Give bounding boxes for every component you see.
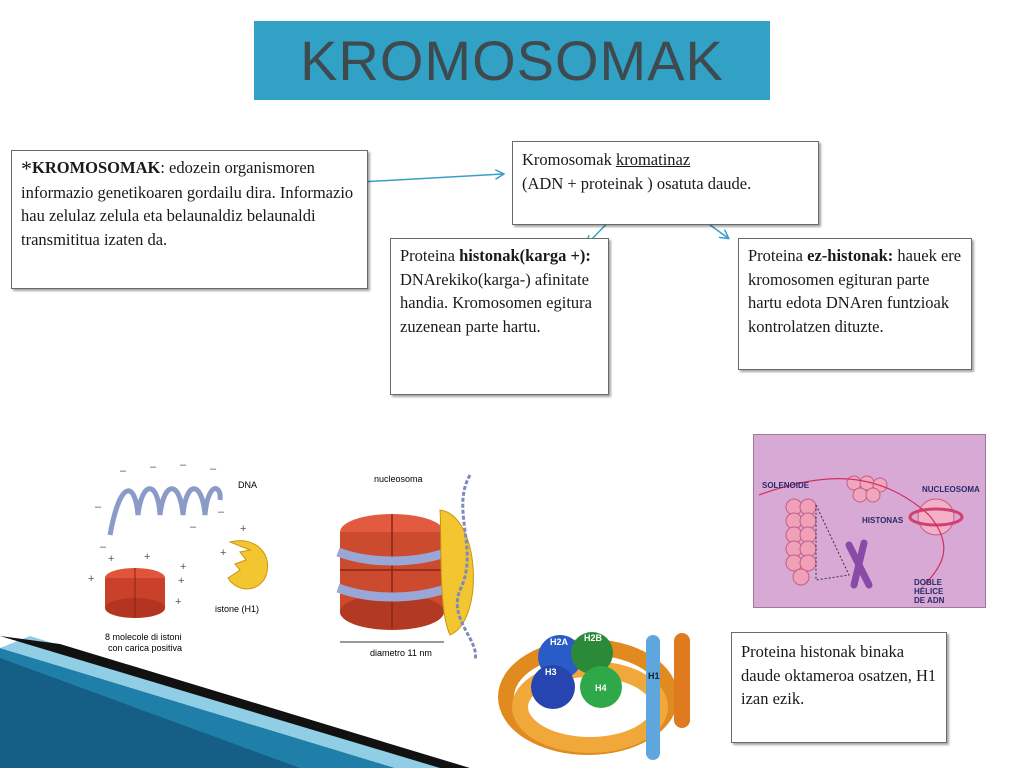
histone-h4-icon bbox=[580, 666, 622, 708]
svg-text:–: – bbox=[95, 501, 102, 513]
svg-text:–: – bbox=[210, 463, 217, 475]
nucleosome-core-icon bbox=[336, 514, 450, 630]
histone-h2b-icon bbox=[571, 632, 613, 674]
label-helice: HÉLICE bbox=[914, 587, 944, 596]
label-h1: H1 bbox=[648, 671, 660, 681]
nonhistone-box: Proteina ez-histonak: hauek ere kromosom… bbox=[738, 238, 972, 370]
label-h2a: H2A bbox=[550, 637, 569, 647]
svg-text:+: + bbox=[240, 523, 246, 535]
svg-text:–: – bbox=[218, 506, 225, 518]
svg-text:+: + bbox=[88, 573, 94, 585]
histone-h3-icon bbox=[531, 665, 575, 709]
svg-text:–: – bbox=[180, 460, 187, 471]
dna-strand-icon bbox=[455, 474, 477, 660]
label-de-adn: DE ADN bbox=[914, 596, 945, 605]
svg-text:+: + bbox=[175, 596, 181, 608]
histone-prefix: Proteina bbox=[400, 246, 460, 265]
svg-text:+: + bbox=[180, 561, 186, 573]
svg-text:–: – bbox=[150, 461, 157, 473]
svg-text:–: – bbox=[120, 465, 127, 477]
histone-h1-bar-icon bbox=[646, 635, 660, 760]
decorative-swoosh bbox=[0, 636, 470, 768]
octamer-text: Proteina histonak binaka daude oktameroa… bbox=[741, 642, 937, 708]
label-h2b: H2B bbox=[584, 633, 603, 643]
solenoid-illustration: SOLENOIDE NUCLEOSOMA HISTONAS DOBLE HÉLI… bbox=[753, 434, 986, 608]
chromatin-box: Kromosomak kromatinaz (ADN + proteinak )… bbox=[512, 141, 819, 225]
dna-coil-icon bbox=[107, 486, 223, 536]
solenoid-coil-icon bbox=[785, 498, 817, 586]
label-h3: H3 bbox=[545, 667, 557, 677]
label-doble: DOBLE bbox=[914, 578, 942, 587]
chromatin-prefix: Kromosomak bbox=[522, 150, 616, 169]
svg-text:+: + bbox=[108, 553, 114, 565]
octamer-box: Proteina histonak binaka daude oktameroa… bbox=[731, 632, 947, 743]
label-molecole-2: con carica positiva bbox=[108, 643, 182, 653]
nonhistone-bold: ez-histonak: bbox=[807, 246, 894, 265]
label-istone: istone (H1) bbox=[215, 604, 259, 614]
histone-box: Proteina histonak(karga +): DNArekiko(ka… bbox=[390, 238, 609, 395]
nonhistone-prefix: Proteina bbox=[748, 246, 808, 265]
histone-bold: histonak(karga +): bbox=[459, 246, 591, 265]
svg-text:+: + bbox=[178, 575, 184, 587]
page-title: KROMOSOMAK bbox=[300, 29, 724, 92]
svg-text:+: + bbox=[144, 551, 150, 563]
arrow-definition-to-chromatin bbox=[359, 174, 503, 183]
nucleosome-illustration: nucleosoma diametro 11 nm bbox=[336, 474, 477, 660]
label-nucleosoma: nucleosoma bbox=[374, 474, 423, 484]
octamer-dna-illustration: H2A H2B H3 H4 H1 bbox=[498, 632, 690, 760]
definition-term: KROMOSOMAK bbox=[32, 158, 161, 177]
definition-text: : edozein organismoren informazio geneti… bbox=[21, 158, 354, 249]
label-nucleosoma-es: NUCLEOSOMA bbox=[922, 485, 980, 494]
label-dna: DNA bbox=[238, 480, 257, 490]
svg-text:–: – bbox=[190, 521, 197, 533]
label-h4: H4 bbox=[595, 683, 607, 693]
label-molecole-1: 8 molecole di istoni bbox=[105, 632, 182, 642]
nucleosome-detail-icon bbox=[908, 498, 964, 536]
nonhistone-text: hauek ere kromosomen egituran parte hart… bbox=[748, 246, 962, 336]
definition-box: *KROMOSOMAK: edozein organismoren inform… bbox=[11, 150, 368, 289]
dna-histone-illustration: DNA – – – – – – – – + + + + + + + + istone (H1) 8 mo… bbox=[88, 460, 268, 653]
solenoid-drawing bbox=[758, 475, 964, 589]
h1-linker-icon bbox=[439, 509, 474, 636]
title-bar: KROMOSOMAK bbox=[254, 21, 770, 100]
label-histonas: HISTONAS bbox=[862, 516, 904, 525]
histone-text: DNArekiko(karga-) afinitate handia. Krom… bbox=[400, 269, 592, 336]
chromosome-icon bbox=[845, 539, 873, 589]
histone-octamer-icon bbox=[105, 568, 165, 618]
label-solenoide: SOLENOIDE bbox=[762, 481, 810, 490]
chromatin-underlined: kromatinaz bbox=[615, 150, 691, 169]
definition-star: * bbox=[21, 156, 32, 181]
histone-h1-icon bbox=[227, 540, 268, 590]
svg-text:+: + bbox=[220, 547, 226, 559]
svg-text:–: – bbox=[100, 541, 107, 553]
label-diametro: diametro 11 nm bbox=[370, 648, 432, 658]
charge-signs: – – – – – – – – + + + + + + + + bbox=[88, 460, 246, 608]
chromatin-line2: (ADN + proteinak ) osatuta daude. bbox=[522, 173, 752, 193]
